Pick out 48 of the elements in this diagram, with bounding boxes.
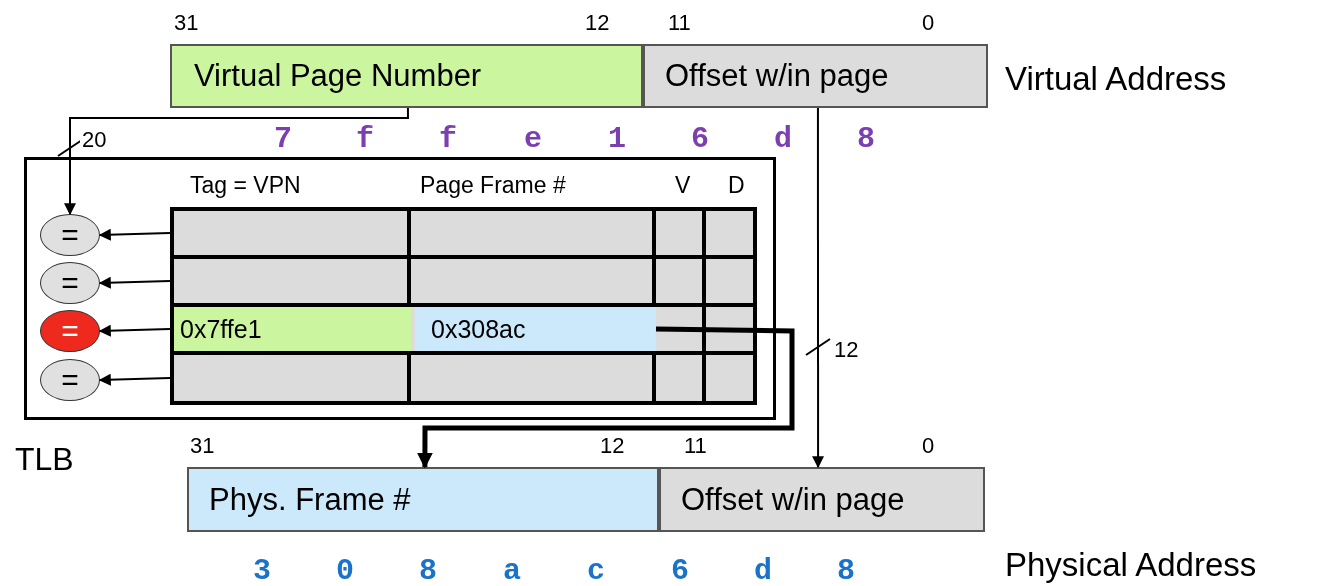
comparator-oval: =	[40, 310, 100, 352]
arrow	[416, 326, 795, 469]
hex-digit: 3	[253, 556, 271, 586]
column-header: Tag = VPN	[190, 174, 301, 197]
address-field: Offset w/in page	[659, 467, 985, 532]
bit-number: 11	[668, 12, 691, 34]
arrow	[812, 107, 825, 469]
arrow	[98, 324, 171, 337]
arrow	[98, 276, 171, 289]
hex-digit: c	[587, 556, 605, 586]
bit-number: 0	[922, 435, 935, 457]
bit-number: 31	[190, 435, 215, 457]
hex-digit: 6	[671, 556, 689, 586]
bit-number: 31	[174, 12, 199, 34]
arrow	[98, 228, 171, 241]
bit-number: 12	[585, 12, 610, 34]
comparator-oval: =	[40, 262, 100, 304]
hex-digit: d	[754, 556, 772, 586]
table-cell: 0x7ffe1	[174, 307, 411, 351]
bit-number: 12	[600, 435, 625, 457]
address-label: Physical Address	[1005, 548, 1257, 581]
hex-digit: 1	[608, 124, 626, 154]
hex-digit: a	[503, 556, 521, 586]
bit-number: 0	[922, 12, 935, 34]
arrow	[98, 373, 171, 386]
address-field: Offset w/in page	[643, 44, 988, 108]
hex-digit: 8	[837, 556, 855, 586]
address-field: Phys. Frame #	[187, 467, 659, 532]
hex-digit: 8	[419, 556, 437, 586]
hex-digit: f	[439, 124, 457, 154]
comparator-oval: =	[40, 359, 100, 401]
address-field: Virtual Page Number	[170, 44, 643, 108]
hex-digit: 0	[336, 556, 354, 586]
column-header: Page Frame #	[420, 174, 566, 197]
tlb-title: TLB	[15, 443, 74, 475]
bit-number: 11	[684, 435, 707, 457]
hex-digit: 8	[857, 124, 875, 154]
comparator-oval: =	[40, 214, 100, 256]
hex-digit: 7	[274, 124, 292, 154]
hex-digit: e	[524, 124, 542, 154]
column-header: V	[675, 174, 691, 197]
hex-digit: 6	[691, 124, 709, 154]
address-label: Virtual Address	[1005, 62, 1227, 95]
hex-digit: f	[356, 124, 374, 154]
column-header: D	[728, 174, 745, 197]
hex-digit: d	[774, 124, 792, 154]
arrow	[64, 107, 409, 216]
table-cell: 0x308ac	[415, 307, 656, 351]
